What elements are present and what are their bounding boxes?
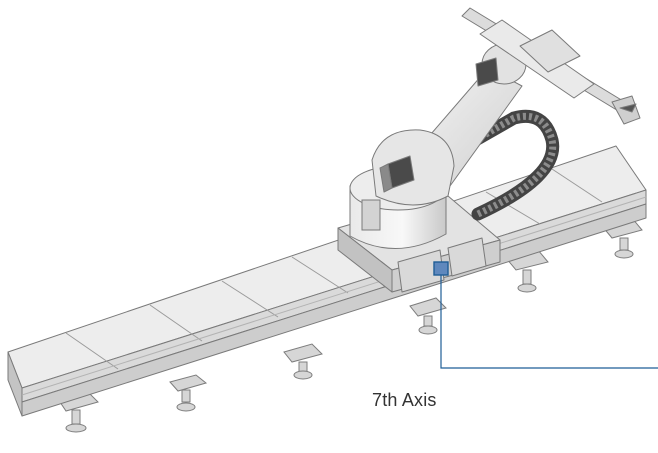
rail-end-cap xyxy=(7,351,23,417)
rail-supports xyxy=(59,217,643,433)
square-marker-icon xyxy=(433,261,449,276)
support-foot xyxy=(169,374,208,412)
support-foot xyxy=(283,343,323,380)
callout-leader-line xyxy=(440,274,658,369)
cable-carrier xyxy=(451,109,560,221)
support-foot xyxy=(409,297,447,335)
callout-label: 7th Axis xyxy=(372,390,437,410)
robot-lower-arm xyxy=(371,67,523,206)
robot-upper-arm xyxy=(461,7,641,125)
support-foot xyxy=(505,249,549,293)
linear-rail xyxy=(7,145,647,417)
support-foot xyxy=(601,217,643,259)
rail-front-lower xyxy=(21,203,647,417)
callout xyxy=(433,261,658,369)
rail-top-surface xyxy=(7,145,647,389)
rail-segment-joints xyxy=(65,168,603,370)
